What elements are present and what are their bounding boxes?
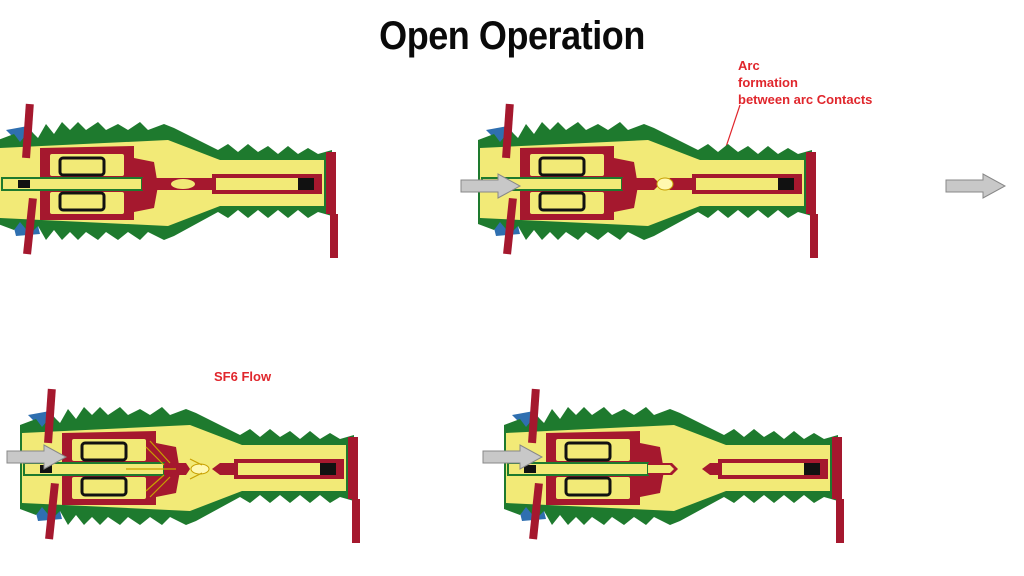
sf6-flow-lines: [126, 440, 203, 498]
breaker-stage-closed: [0, 102, 340, 260]
arrow-right-icon: [6, 444, 68, 470]
arrow-right-icon: [482, 444, 544, 470]
breaker-stage-sf6-flow: [18, 387, 362, 545]
arrow-right-icon: [460, 173, 522, 199]
arc-annotation-line: between arc Contacts: [738, 92, 873, 107]
arc-annotation-line: Arc: [738, 58, 760, 73]
sf6-flow-annotation: SF6 Flow: [214, 369, 272, 384]
arc-formation-annotation: Arc formation between arc Contacts: [738, 57, 872, 108]
breaker-stage-open: [502, 387, 846, 545]
page-title: Open Operation: [379, 14, 645, 58]
arrow-right-icon: [945, 173, 1007, 199]
breaker-stage-arc-formation: [476, 102, 820, 260]
arc-annotation-line: formation: [738, 75, 798, 90]
